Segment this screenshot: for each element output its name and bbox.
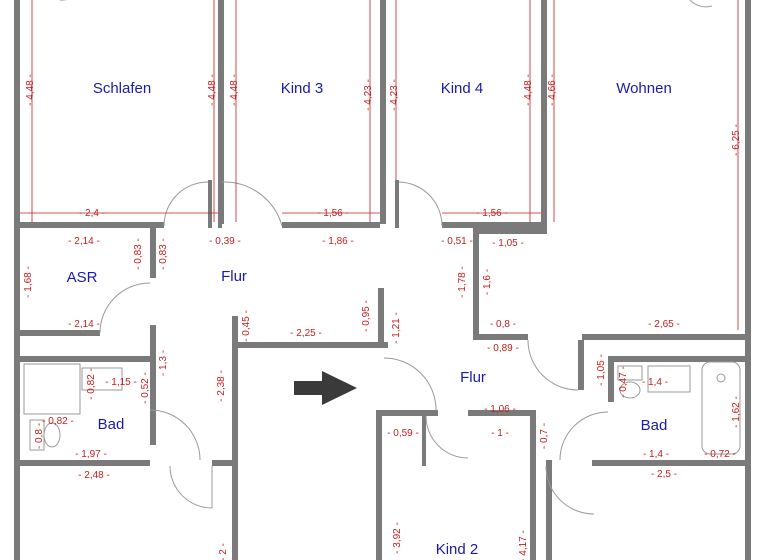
dim-label: - 1,15 - [105, 377, 137, 388]
dim-label: - 0,72 - [704, 449, 736, 460]
dim-label: - 1,56 - [317, 208, 349, 219]
room-label-bad-left: Bad [98, 416, 125, 433]
dim-label: - 2,4 - [79, 208, 105, 219]
dim-label: - 2,5 - [651, 469, 677, 480]
dimension-lines [20, 0, 739, 330]
washbasin-right [647, 365, 691, 393]
dim-label: - 2,65 - [648, 319, 680, 330]
dim-label: - 3,92 - [392, 522, 403, 554]
dim-label: - 0,8 - [34, 423, 45, 449]
dim-label: - 1,78 - [457, 266, 468, 298]
dim-label: - 2 - [218, 543, 229, 560]
dim-label: - 0,45 - [241, 310, 252, 342]
entrance-arrow-icon [294, 371, 357, 405]
dim-label: - 0,83 - [158, 238, 169, 270]
dim-label: - 0,59 - [387, 428, 419, 439]
shower-left [23, 363, 81, 415]
dim-label: - 1,62 - [731, 396, 742, 428]
dim-label: - 4,66 - [547, 74, 558, 106]
dim-label: - 4,48 - [207, 74, 218, 106]
room-label-flur-right: Flur [460, 369, 486, 386]
dim-label: - 4,23 - [389, 79, 400, 111]
dim-label: - 0,83 - [133, 238, 144, 270]
room-labels: Schlafen Kind 3 Kind 4 Wohnen ASR Flur F… [67, 80, 672, 558]
dim-label: - 0,51 - [441, 236, 473, 247]
room-label-wohnen: Wohnen [616, 80, 672, 97]
dim-label: - 1,86 - [322, 236, 354, 247]
dim-label: - 0,8 - [490, 319, 516, 330]
dim-label: - 1,05 - [596, 354, 607, 386]
bath-fixtures [23, 361, 741, 455]
dim-label: - 1,97 - [75, 449, 107, 460]
dim-label: - 1,68 - [23, 266, 34, 298]
dim-label: - 1,21 - [391, 312, 402, 344]
room-label-kind4: Kind 4 [441, 80, 484, 97]
doors [59, 0, 713, 515]
dim-label: - 4,48 - [523, 74, 534, 106]
room-label-flur-left: Flur [221, 268, 247, 285]
walls [14, 0, 751, 560]
dim-label: - 0,47 - [618, 366, 629, 398]
dim-label: - 0,82 - [42, 416, 74, 427]
bathtub [701, 361, 741, 455]
toilet-right-bowl [619, 381, 641, 399]
dim-label: - 0,82 - [86, 368, 97, 400]
toilet-left-bowl [43, 422, 61, 448]
dim-label: - 2,38 - [216, 370, 227, 402]
dim-label: - 1,56 - [476, 208, 508, 219]
dim-label: - 0,52 - [140, 372, 151, 404]
dim-label: - 1,05 - [492, 238, 524, 249]
dim-label: - 2,48 - [78, 470, 110, 481]
dim-label: - 0,39 - [209, 236, 241, 247]
dim-label: - 2,14 - [68, 236, 100, 247]
dim-label: - 4,23 - [363, 79, 374, 111]
dim-label: - 0,95 - [361, 300, 372, 332]
dim-label: - 2,25 - [290, 328, 322, 339]
room-label-bad-right: Bad [641, 417, 668, 434]
dim-label: - 1,6 - [482, 269, 493, 295]
dim-label: - 4,48 - [229, 74, 240, 106]
room-label-asr: ASR [67, 269, 98, 286]
dim-label: - 1,06 - [484, 404, 516, 415]
dim-label: - 0,7 - [539, 423, 550, 449]
room-label-schlafen: Schlafen [93, 80, 151, 97]
dim-label: - 1,3 - [158, 350, 169, 376]
dim-label: - 0,89 - [487, 343, 519, 354]
bathtub-drain [716, 373, 726, 383]
dim-label: - 4,17 - [518, 530, 529, 560]
room-label-kind3: Kind 3 [281, 80, 324, 97]
dim-label: - 2,14 - [68, 319, 100, 330]
dim-label: - 6,25 - [731, 124, 742, 156]
dim-label: - 1,4 - [643, 449, 669, 460]
room-label-kind2: Kind 2 [436, 541, 479, 558]
dim-label: - 1,4 - [642, 377, 668, 388]
washbasin-left [81, 367, 123, 391]
dim-label: - 4,48 - [25, 74, 36, 106]
toilet-right-tank [617, 365, 643, 381]
dimension-labels: - 4,48 - - 4,48 - - 4,48 - - 4,23 - - 4,… [23, 74, 742, 560]
dim-label: - 1 - [491, 428, 509, 439]
